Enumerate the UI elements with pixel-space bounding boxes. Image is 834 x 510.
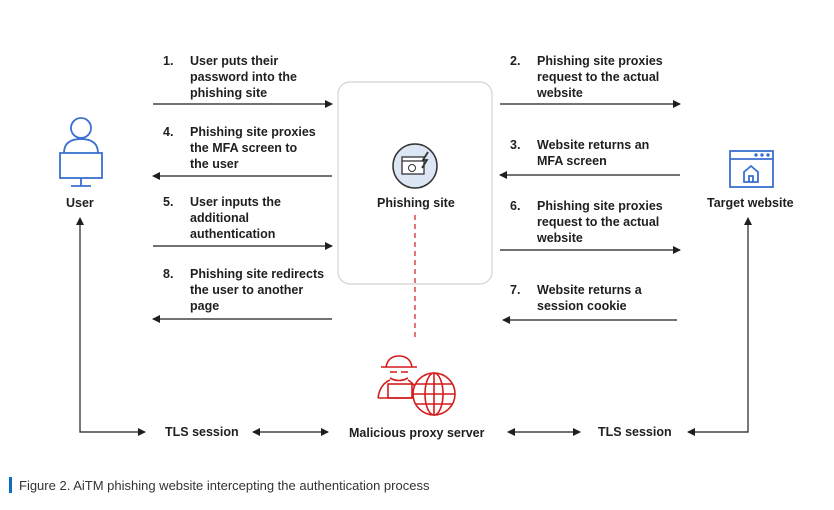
target-tls-path [687,217,752,436]
step-5-number: 5. [163,195,174,209]
step-7-number: 7. [510,283,521,297]
proxy-server-label: Malicious proxy server [349,426,485,440]
target-website-icon [729,150,774,188]
phishing-site-icon [392,143,438,189]
phishing-site-label: Phishing site [377,196,455,210]
target-website-label: Target website [707,196,794,210]
step-6-number: 6. [510,199,521,213]
step-1-number: 1. [163,54,174,68]
step-8-number: 8. [163,267,174,281]
user-label: User [66,196,94,210]
user-tls-path [76,217,146,436]
step-2-number: 2. [510,54,521,68]
tls-session-left-label: TLS session [165,425,239,439]
attacker-globe-icon [377,355,456,416]
tls-session-right-label: TLS session [598,425,672,439]
step-4-number: 4. [163,125,174,139]
caption-text: Figure 2. AiTM phishing website intercep… [19,477,430,493]
step-3-number: 3. [510,138,521,152]
user-computer-icon [59,117,103,187]
figure-caption: Figure 2. AiTM phishing website intercep… [9,477,429,493]
caption-accent-bar [9,477,12,493]
